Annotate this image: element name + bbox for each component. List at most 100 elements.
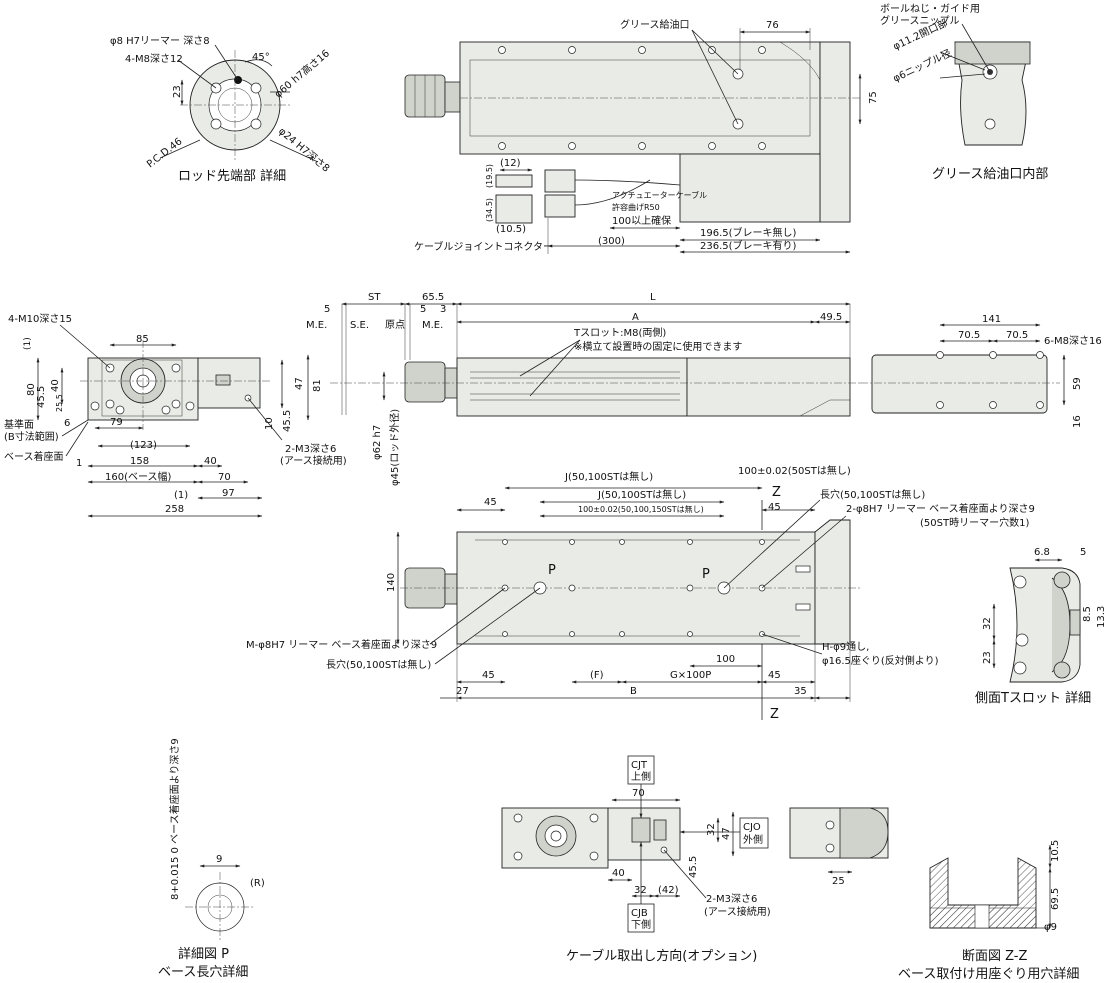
side-st: ST bbox=[368, 292, 381, 303]
rod-end-inner-dim: φ24 H7深さ8 bbox=[276, 125, 332, 175]
end-view: 85 4-M10深さ15 (1) 80 40 45.5 25.5 6 79 (1… bbox=[4, 313, 347, 518]
tap-hole bbox=[210, 118, 222, 130]
ball-screw-label-2: グリースニップル bbox=[880, 14, 960, 27]
tap-hole bbox=[250, 82, 262, 94]
ground-tap-1: 2-M3深さ6 bbox=[285, 443, 336, 455]
rod-head-side bbox=[404, 361, 446, 403]
zz-10-5: 10.5 bbox=[1050, 840, 1061, 862]
dim-300: (300) bbox=[598, 236, 625, 247]
bottom-100-tol: 100±0.02(50STは無し) bbox=[738, 464, 851, 477]
cjt-2: 上側 bbox=[631, 770, 651, 783]
brake-none-dim: 196.5(ブレーキ無し) bbox=[700, 226, 797, 239]
cable-32b: 32 bbox=[634, 885, 647, 896]
cable-joint-label: ケーブルジョイントコネクター bbox=[414, 240, 553, 253]
motor-box bbox=[679, 153, 821, 223]
base-face: ベース着座面 bbox=[4, 450, 64, 463]
end-dim-45-5b: 45.5 bbox=[282, 410, 293, 432]
cable-25: 25 bbox=[832, 876, 845, 887]
tslot-32: 32 bbox=[982, 617, 993, 630]
bottom-35: 35 bbox=[794, 686, 807, 697]
zz-caption-1: 断面図 Z-Z bbox=[962, 949, 1028, 964]
end-dim-81: 81 bbox=[312, 379, 323, 392]
dim-12: (12) bbox=[500, 158, 521, 169]
side-origin: 原点 bbox=[385, 319, 405, 331]
rod-end-detail: φ8 H7リーマー 深さ8 4-M8深さ12 45° 23 φ60 h7高さ16… bbox=[110, 35, 332, 184]
cable-caption: ケーブル取出し方向(オプション) bbox=[566, 948, 757, 964]
bottom-100: 100 bbox=[716, 654, 735, 665]
ref-face-1: 基準面 bbox=[4, 418, 34, 431]
zz-phi9: φ9 bbox=[1044, 922, 1057, 933]
cjo-1: CJO bbox=[743, 822, 761, 833]
bottom-J-mid: J(50,100STは無し) bbox=[597, 488, 686, 501]
ball-screw-label-1: ボールねじ・ガイド用 bbox=[880, 3, 980, 15]
dim-10-5: (10.5) bbox=[496, 224, 526, 235]
bottom-45a: 45 bbox=[484, 497, 497, 508]
z-top: Z bbox=[772, 485, 781, 500]
end-dim-1c: 1 bbox=[76, 458, 82, 469]
end-tap: 4-M10深さ15 bbox=[8, 313, 72, 325]
end-dim-80: 80 bbox=[26, 383, 37, 396]
end-right-16: 16 bbox=[1072, 415, 1083, 428]
tslot-13-3: 13.3 bbox=[1096, 606, 1107, 628]
cable-note-1: アクチュエーターケーブル bbox=[612, 190, 707, 200]
bottom-P1: P bbox=[548, 563, 556, 578]
tslot-label: Tスロット:M8(両側) bbox=[573, 326, 666, 339]
bottom-h-hole-2: φ16.5座ぐり(反対側より) bbox=[822, 654, 939, 667]
cable-40: 40 bbox=[612, 868, 625, 879]
side-tslot-detail: 6.8 5 32 23 8.5 13.3 側面Tスロット 詳細 bbox=[975, 547, 1107, 706]
end-right-59: 59 bbox=[1072, 377, 1083, 390]
rod-end-pcd: P.C.D.46 bbox=[145, 136, 184, 170]
side-view: 5 ST 65.5 5 3 L A 49.5 M.E. S.E. 原点 M.E.… bbox=[306, 292, 860, 486]
zz-69-5: 69.5 bbox=[1050, 888, 1061, 910]
ref-face-2: (B寸法範囲) bbox=[4, 430, 59, 443]
detail-p: 9 (R) 8+0.015 0 ベース着座面より深さ9 詳細図 P ベース長穴詳… bbox=[158, 738, 265, 980]
bottom-27: 27 bbox=[456, 686, 469, 697]
side-dim-5b: 5 bbox=[420, 304, 426, 315]
grease-caption: グリース給油口内部 bbox=[932, 166, 1048, 182]
side-me1: M.E. bbox=[306, 320, 327, 331]
end-dim-158: 158 bbox=[130, 456, 149, 467]
bottom-slot2: 長穴(50,100STは無し) bbox=[326, 658, 431, 671]
bottom-J-top: J(50,100STは無し) bbox=[564, 470, 653, 483]
cable-32: 32 bbox=[706, 823, 717, 836]
cable-ground-1: 2-M3深さ6 bbox=[706, 893, 757, 905]
end-dim-1b: (1) bbox=[174, 490, 188, 501]
tslot-6-8: 6.8 bbox=[1034, 547, 1050, 558]
bottom-45d: 45 bbox=[768, 670, 781, 681]
end-dim-70: 70 bbox=[218, 472, 231, 483]
cable-option: CJT 上側 70 32 47 CJO 外側 40 32 (42) 45.5 C… bbox=[501, 755, 889, 964]
cable-70: 70 bbox=[632, 788, 645, 799]
bottom-F: (F) bbox=[590, 670, 604, 681]
cable-42: (42) bbox=[658, 885, 679, 896]
end-dim-25-5: 25.5 bbox=[55, 394, 64, 412]
cjb-2: 下側 bbox=[631, 918, 651, 931]
tslot-note: ※横立て設置時の固定に使用できます bbox=[574, 340, 742, 353]
dim-76: 76 bbox=[766, 20, 779, 31]
detail-p-caption-1: 詳細図 P bbox=[178, 946, 229, 962]
grease-port-detail: ボールねじ・ガイド用 グリースニップル φ11.2開口部 φ6ニップル径 グリー… bbox=[880, 3, 1048, 182]
bottom-100-tol2: 100±0.02(50,100,150STは無し) bbox=[578, 504, 704, 514]
side-dim-49-5: 49.5 bbox=[820, 312, 842, 323]
rod-end-angle: 45° bbox=[252, 52, 270, 63]
cjt-1: CJT bbox=[631, 760, 648, 771]
bottom-slot: 長穴(50,100STは無し) bbox=[820, 488, 925, 501]
rod-end-dim-23: 23 bbox=[172, 85, 183, 98]
end-dim-97: 97 bbox=[222, 488, 235, 499]
cable-45-5: 45.5 bbox=[688, 856, 699, 878]
bottom-view: J(50,100STは無し) 100±0.02(50STは無し) J(50,10… bbox=[246, 464, 1035, 722]
cjo-box bbox=[739, 817, 769, 849]
dim-34-5: (34.5) bbox=[485, 198, 494, 222]
grease-port-label: グリース給油口 bbox=[620, 18, 690, 31]
top-view: グリース給油口 76 75 (12) (19.5) (34.5) (10.5) … bbox=[404, 18, 879, 254]
bottom-G: G×100P bbox=[670, 670, 711, 681]
ground-tap-2: (アース接続用) bbox=[280, 454, 347, 467]
section-zz: 10.5 69.5 φ9 断面図 Z-Z ベース取付け用座ぐり用穴詳細 bbox=[898, 840, 1079, 982]
end-dim-1: (1) bbox=[23, 337, 33, 350]
bottom-45c: 45 bbox=[482, 670, 495, 681]
cjb-1: CJB bbox=[631, 908, 648, 919]
clearance-label: 100以上確保 bbox=[612, 214, 671, 227]
end-dim-160: 160(ベース幅) bbox=[105, 470, 171, 483]
end-dim-10: 10 bbox=[264, 417, 275, 430]
